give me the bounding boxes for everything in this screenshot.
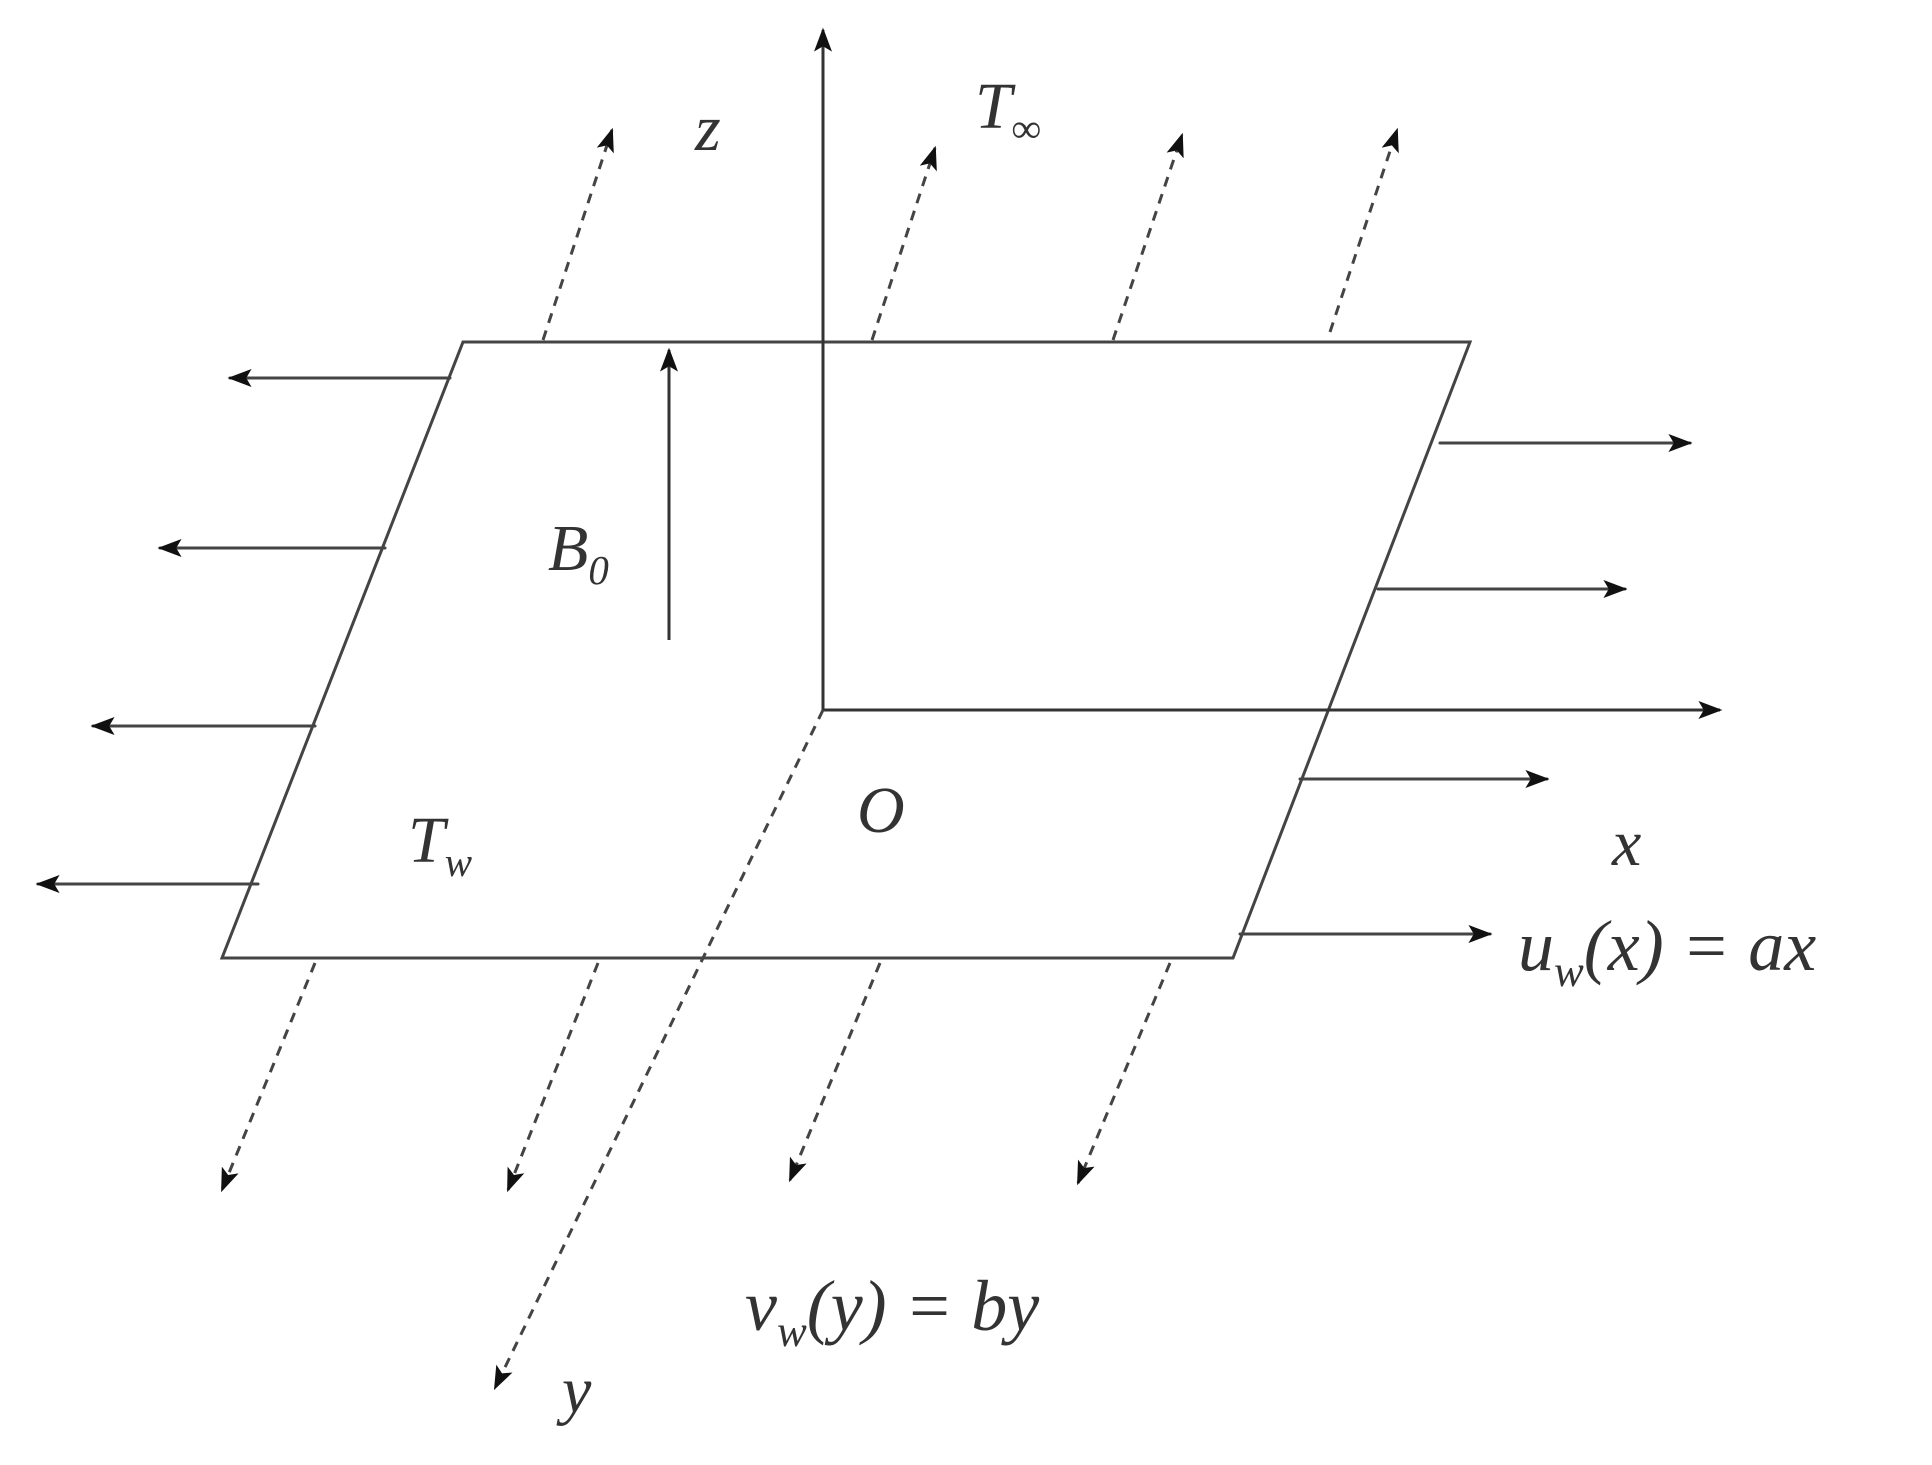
t-infinity-label: T∞ [975, 70, 1041, 151]
stretch-arrow-front [220, 962, 317, 1193]
x-axis-label: x [1611, 807, 1641, 880]
stretch-arrow-front [1076, 962, 1172, 1186]
stretch-arrow-back [541, 127, 614, 341]
v-wall-velocity-label: vw(y) = by [745, 1266, 1039, 1356]
stretch-arrow-back [1111, 132, 1184, 341]
wall-temperature-label: Tw [408, 804, 472, 885]
magnetic-field-label: B0 [548, 512, 609, 593]
y-axis-label: y [556, 1354, 592, 1427]
origin-label: O [857, 774, 905, 847]
z-axis-label: z [694, 92, 721, 165]
stretch-arrow-back [870, 145, 937, 341]
stretch-arrow-front [506, 962, 600, 1193]
u-wall-velocity-label: uw(x) = ax [1518, 906, 1816, 996]
stretch-arrow-front [788, 962, 882, 1183]
stretch-arrow-back [1328, 127, 1399, 333]
sheet-outline [219, 340, 1473, 960]
